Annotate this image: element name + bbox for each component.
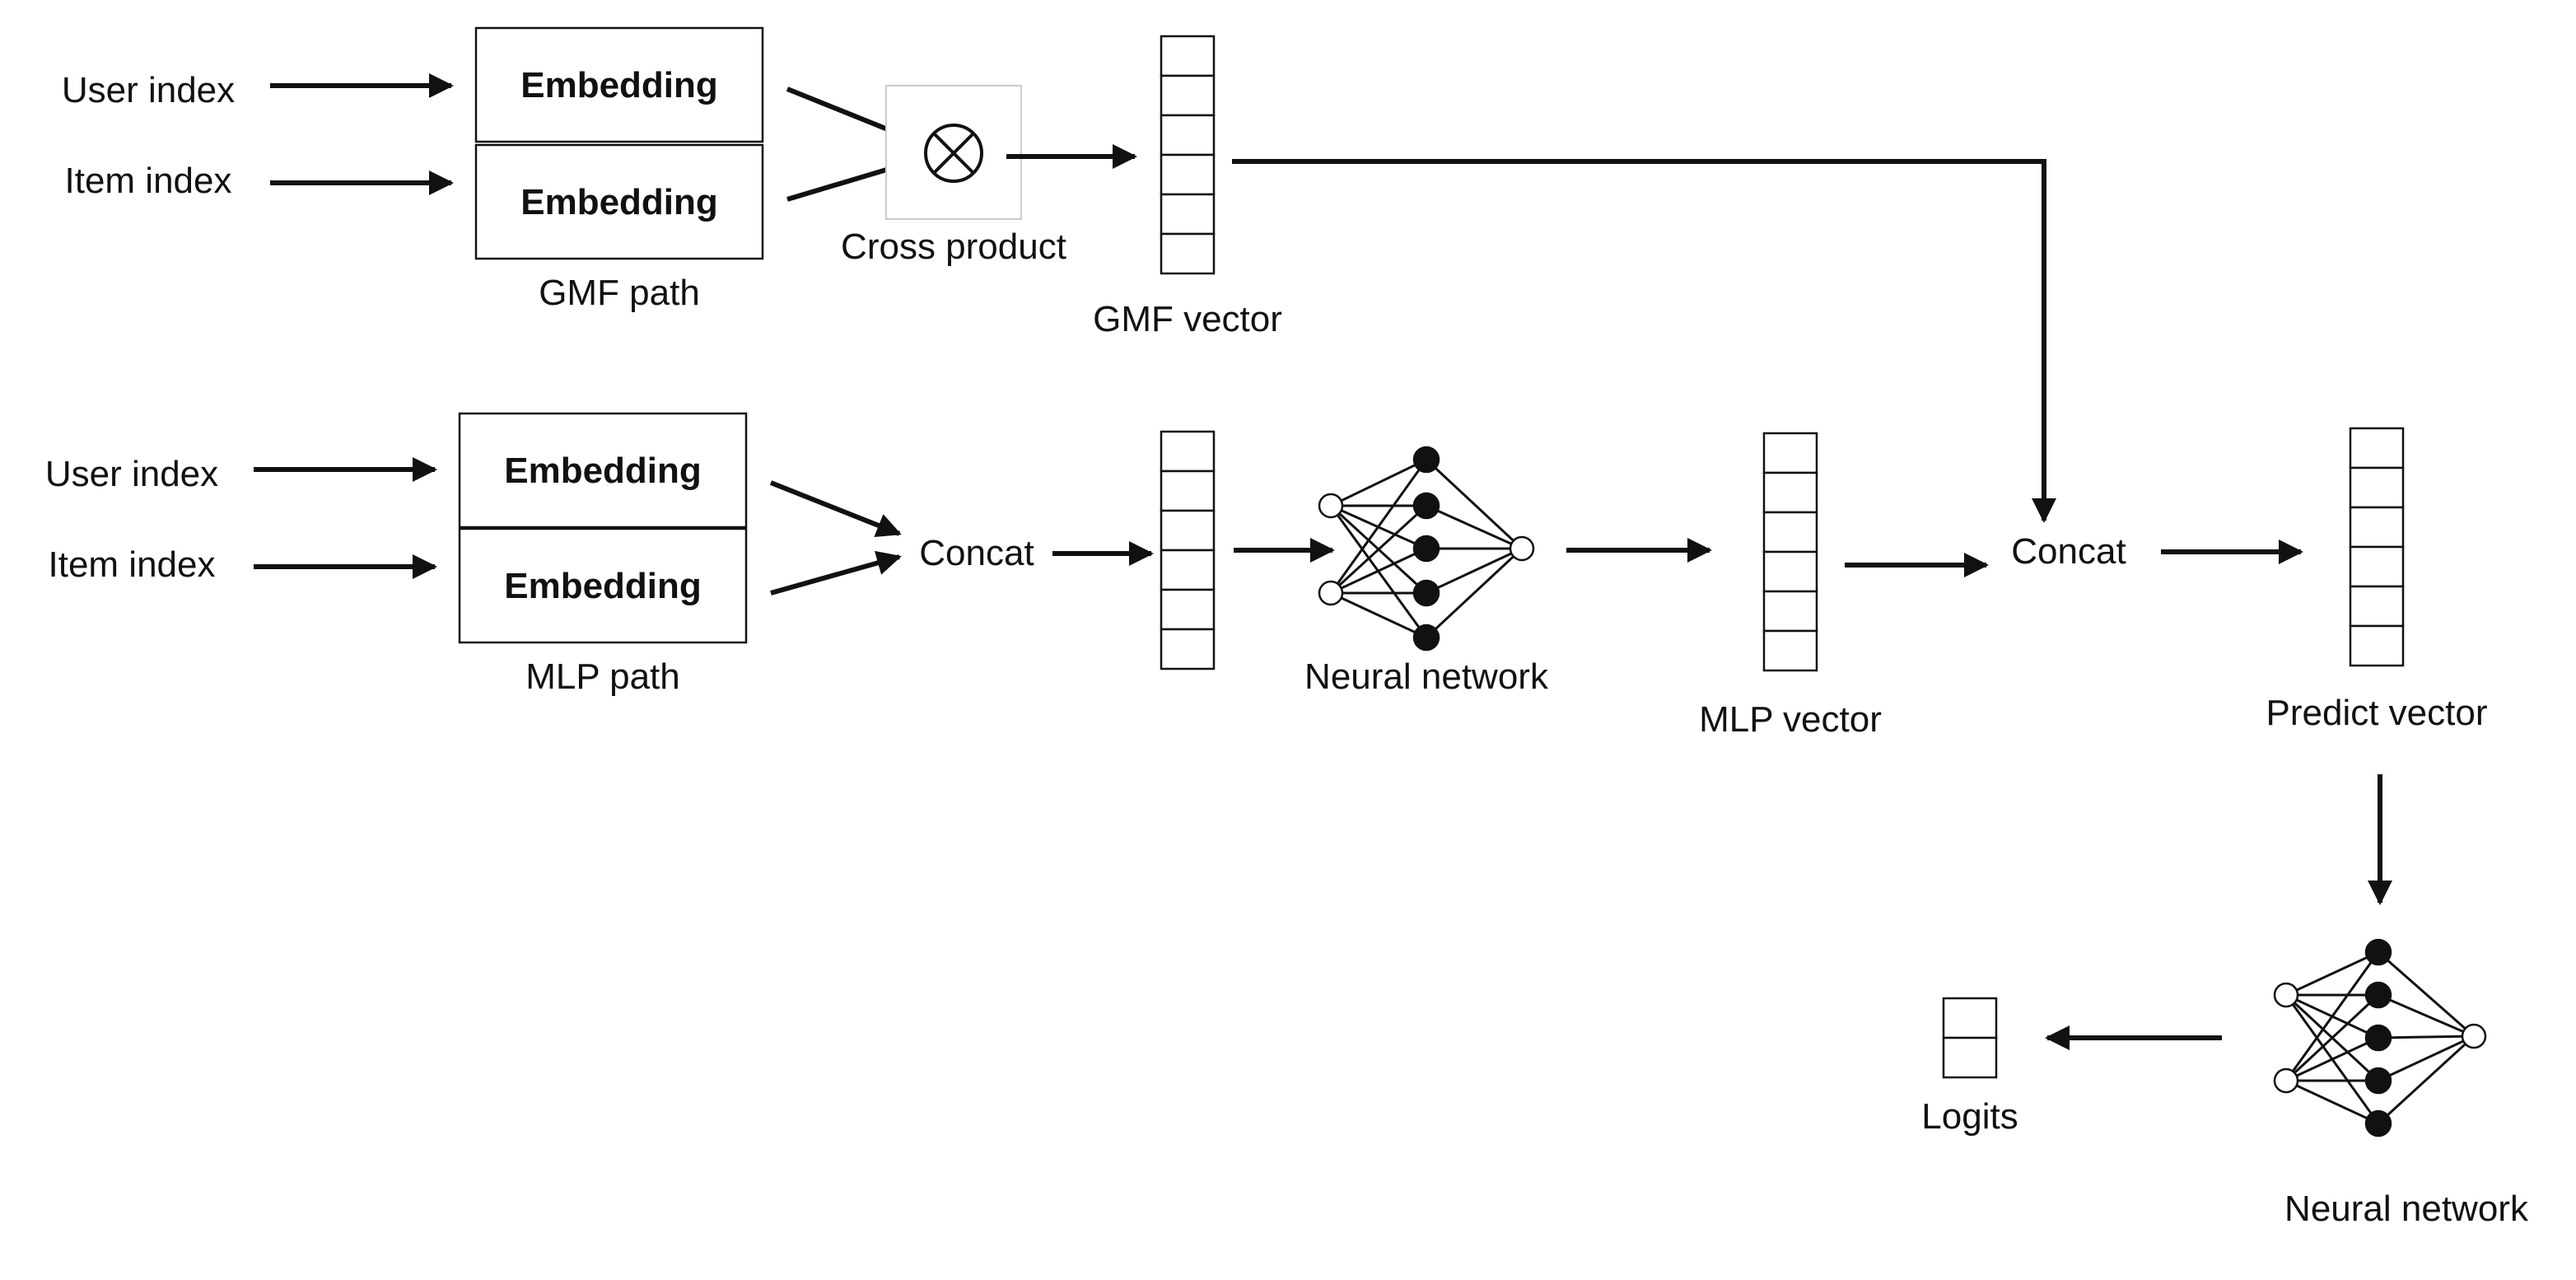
nn-edge (1426, 504, 1523, 550)
nn-edge (1329, 459, 1428, 594)
nn-hidden-node (2364, 1067, 2392, 1095)
gmf-user-embedding-label: Embedding (520, 65, 718, 105)
mlp-vector-cell (1762, 550, 1818, 593)
predict-vector (2349, 427, 2405, 667)
nn-edge (2285, 951, 2379, 997)
predict-vector-cell (2349, 624, 2405, 667)
nn-input-node (2273, 1067, 2299, 1094)
mlp-path-section: User index Item index Embedding Embeddin… (45, 412, 1989, 740)
mlp-input-vector (1160, 430, 1216, 670)
nn-edge (2378, 1035, 2475, 1039)
mlp-vector (1762, 432, 1818, 672)
gmf-vector-cell (1160, 232, 1216, 275)
gmf-to-concat-connector (1232, 159, 2056, 523)
gmf-vector-cell (1160, 193, 1216, 236)
nn-edge (2377, 1035, 2476, 1125)
predict-vector-cell (2349, 427, 2405, 469)
output-neural-network-label: Neural network (2284, 1189, 2529, 1229)
nn-edge (1426, 547, 1523, 595)
mlp-input-vector-cell (1160, 549, 1216, 591)
gmf-vector (1160, 35, 1216, 275)
nn-edge (1330, 591, 1427, 639)
predict-vector-cell (2349, 506, 2405, 549)
nn-edge (1330, 458, 1427, 507)
gmf-vector-cell (1160, 74, 1216, 117)
mlp-neural-network-icon (1318, 446, 1535, 652)
mlp-input-vector-cell (1160, 509, 1216, 552)
logits-cell (1942, 1036, 1998, 1079)
nn-edge (2378, 951, 2475, 1038)
mlp-embed-item-to-concat-arrow (770, 550, 902, 596)
nn-edge (2285, 1036, 2379, 1082)
mlp-user-embedding-box (458, 412, 748, 529)
gmf-item-embedding-label: Embedding (520, 182, 718, 222)
nn-edge (2285, 1079, 2379, 1125)
nn-hidden-node (1412, 535, 1440, 563)
nn-hidden-node (2364, 981, 2392, 1009)
nn-hidden-node (1412, 492, 1440, 520)
mlp-input-vector-cell (1160, 430, 1216, 473)
predict-vector-label: Predict vector (2266, 693, 2488, 733)
nn-edge (2378, 1035, 2475, 1082)
gmf-item-embedding-box (474, 143, 764, 260)
mlp-vector-label: MLP vector (1699, 699, 1882, 740)
nn-hidden-node (2364, 938, 2392, 966)
mlp-vector-cell (1762, 629, 1818, 672)
nn-edge (2284, 951, 2380, 1081)
nn-input-node (1318, 493, 1344, 519)
gmf-vector-cell (1160, 114, 1216, 156)
nn-edge (2378, 993, 2475, 1038)
predict-vector-cell (2349, 545, 2405, 588)
gmf-user-index-label: User index (62, 70, 235, 110)
nn-edge (1425, 547, 1524, 639)
mlp-path-label: MLP path (525, 656, 680, 697)
mlp-input-vector-cell (1160, 588, 1216, 631)
nn-hidden-node (1412, 624, 1440, 652)
fusion-section: Concat Predict vector (1921, 427, 2529, 1229)
nn-input-node (1318, 580, 1344, 606)
nn-hidden-node (1412, 579, 1440, 607)
mlp-vector-cell (1762, 511, 1818, 554)
gmf-path-section: User index Item index Embedding Embeddin… (62, 26, 2056, 523)
mlp-vector-cell (1762, 471, 1818, 514)
predict-vector-cell (2349, 466, 2405, 509)
mlp-concat-label: Concat (919, 533, 1034, 573)
cross-product-label: Cross product (841, 227, 1066, 267)
mlp-neural-network-label: Neural network (1304, 656, 1549, 697)
gmf-path-label: GMF path (539, 273, 700, 313)
mlp-vector-cell (1762, 432, 1818, 474)
logits-cell (1942, 997, 1998, 1039)
nn-edge (1329, 504, 1428, 595)
predict-vector-cell (2349, 585, 2405, 628)
nn-edge (1330, 547, 1427, 595)
mlp-vector-cell (1762, 590, 1818, 633)
cross-product-icon-stroke-2 (932, 132, 975, 175)
logits-label: Logits (1921, 1096, 2018, 1137)
mlp-item-embedding-label: Embedding (504, 566, 702, 606)
gmf-vector-cell (1160, 153, 1216, 196)
gmf-vector-label: GMF vector (1093, 299, 1282, 339)
gmf-vector-cell (1160, 35, 1216, 77)
nn-output-node (1509, 535, 1535, 562)
mlp-input-vector-cell (1160, 628, 1216, 670)
nn-edge (2284, 993, 2380, 1082)
nn-edge (1425, 458, 1524, 550)
gmf-user-embedding-box (474, 26, 764, 143)
logits-vector (1942, 997, 1998, 1079)
mlp-input-vector-cell (1160, 469, 1216, 512)
mlp-user-index-label: User index (45, 454, 218, 494)
mlp-item-index-label: Item index (49, 544, 216, 585)
output-neural-network-icon (2273, 938, 2487, 1138)
gmf-item-index-label: Item index (65, 161, 232, 201)
nn-output-node (2461, 1023, 2487, 1049)
nn-input-node (2273, 982, 2299, 1008)
fusion-concat-label: Concat (2011, 531, 2126, 572)
nn-hidden-node (2364, 1109, 2392, 1138)
mlp-user-embedding-label: Embedding (504, 451, 702, 491)
mlp-embed-user-to-concat-arrow (769, 480, 902, 537)
mlp-item-embedding-box (458, 527, 748, 644)
nn-hidden-node (2364, 1024, 2392, 1052)
nn-hidden-node (1412, 446, 1440, 474)
